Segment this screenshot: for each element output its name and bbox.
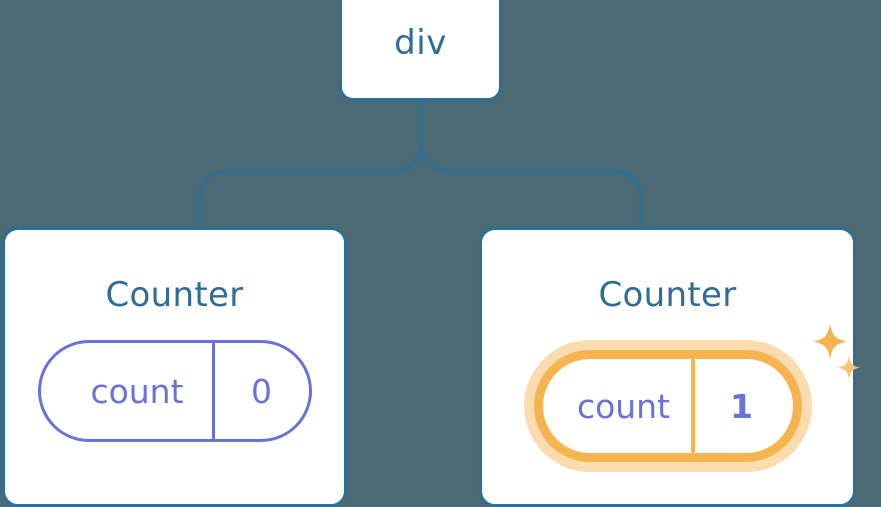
sparkle-group bbox=[812, 324, 860, 380]
connector-right-branch bbox=[419, 101, 643, 229]
sparkle-large-icon bbox=[812, 324, 847, 359]
state-key-label: count bbox=[576, 386, 671, 426]
state-value-label: 0 bbox=[251, 371, 272, 411]
component-title: Counter bbox=[105, 275, 244, 315]
state-pill[interactable]: count 0 bbox=[37, 340, 312, 442]
diagram-canvas: div Counter count 0 Counter count bbox=[2, 0, 860, 507]
state-pill-wrapper: count 1 bbox=[523, 324, 860, 472]
state-key-label: count bbox=[90, 371, 184, 411]
state-value-cell: 1 bbox=[695, 359, 789, 453]
root-node-label: div bbox=[394, 22, 447, 63]
component-title: Counter bbox=[598, 275, 737, 315]
component-card-counter-2[interactable]: Counter count 1 bbox=[479, 227, 860, 507]
state-pill[interactable]: count 1 bbox=[533, 350, 802, 462]
state-key-cell: count bbox=[543, 359, 695, 453]
state-pill-highlight-glow: count 1 bbox=[523, 324, 860, 472]
root-node-div[interactable]: div bbox=[339, 0, 502, 101]
state-pill-wrapper: count 0 bbox=[37, 340, 312, 442]
connector-lines bbox=[198, 101, 643, 229]
state-value-cell: 0 bbox=[215, 343, 309, 439]
state-key-cell: count bbox=[41, 343, 215, 439]
component-card-counter-1[interactable]: Counter count 0 bbox=[2, 227, 347, 507]
connector-left-branch bbox=[198, 140, 423, 229]
state-value-label: 1 bbox=[730, 386, 753, 426]
